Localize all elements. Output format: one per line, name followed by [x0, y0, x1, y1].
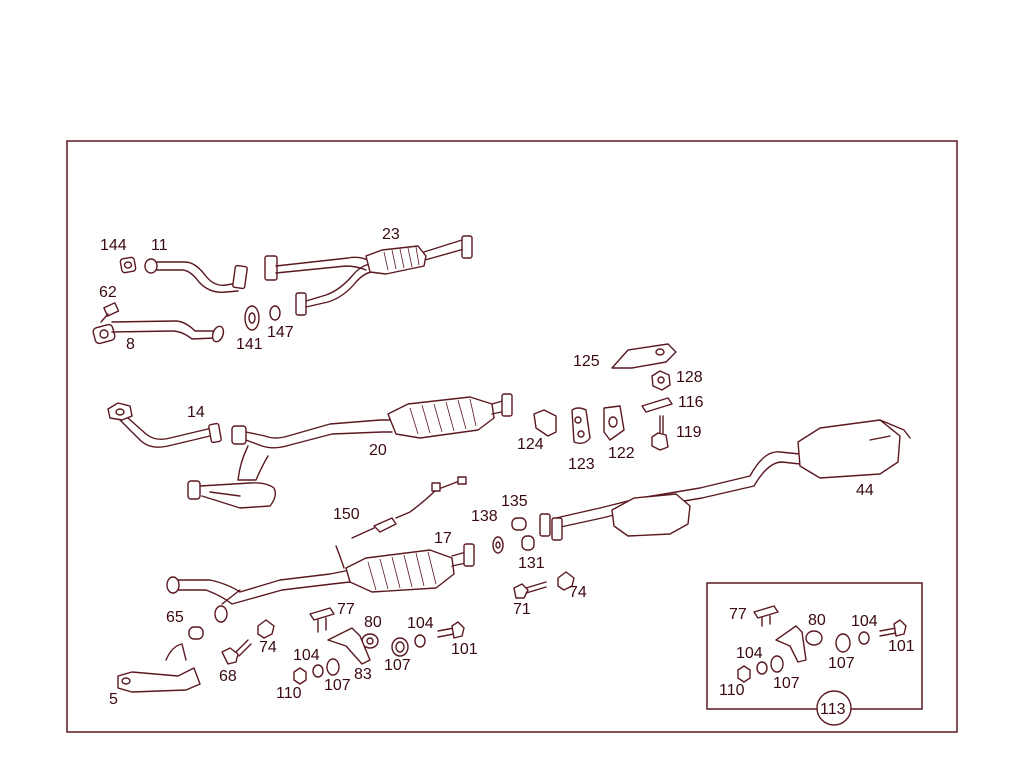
label-20: 20 [369, 442, 387, 459]
label-107: 107 [384, 657, 411, 674]
label-5: 5 [109, 691, 118, 708]
label-124: 124 [517, 436, 544, 453]
part-104-washer-b [312, 664, 324, 678]
label-128: 128 [676, 369, 703, 386]
inset-part-101-bolt [879, 619, 907, 637]
label-77: 77 [337, 601, 355, 618]
label-101: 101 [451, 641, 478, 658]
label-80: 80 [364, 614, 382, 631]
diagram-frame [66, 140, 958, 733]
label-74: 74 [569, 584, 587, 601]
part-74-nut [557, 571, 575, 591]
inset-frame [706, 582, 923, 710]
part-144-gasket [119, 256, 137, 274]
part-83-bracket [327, 627, 371, 665]
part-14-front-pipe [107, 402, 222, 448]
label-104-b: 104 [293, 647, 320, 664]
label-14: 14 [187, 404, 205, 421]
part-5-bracket [117, 643, 201, 693]
label-83: 83 [354, 666, 372, 683]
part-44-rear-muffler [539, 419, 911, 541]
label-144: 144 [100, 237, 127, 254]
inset-label-107-a: 107 [828, 655, 855, 672]
part-17-catalytic-converter [166, 543, 475, 623]
part-128-nut [651, 370, 671, 391]
label-116: 116 [678, 394, 704, 411]
part-71-bolt [513, 581, 547, 599]
label-147: 147 [267, 324, 294, 341]
label-131: 131 [518, 555, 545, 572]
label-125: 125 [573, 353, 600, 370]
label-138: 138 [471, 508, 498, 525]
part-11-front-pipe [144, 258, 248, 293]
inset-label-110: 110 [719, 682, 745, 699]
part-104-washer [414, 634, 426, 648]
part-101-bolt [437, 621, 465, 639]
part-119-bolt [651, 415, 669, 451]
label-71: 71 [513, 601, 531, 618]
part-74-nut-b [257, 619, 275, 639]
inset-part-110-nut [737, 665, 751, 683]
part-124-bracket [533, 409, 557, 437]
inset-label-80: 80 [808, 612, 826, 629]
part-68-bolt [221, 639, 252, 665]
label-68: 68 [219, 668, 237, 685]
inset-113-callout-circle [816, 690, 852, 726]
part-107-rubber [391, 637, 409, 657]
inset-part-104-washer-b [756, 661, 768, 675]
part-135-ring [511, 517, 527, 531]
part-150-oxygen-sensor [351, 476, 467, 539]
part-65-ring [188, 626, 204, 640]
part-138-gasket [492, 536, 504, 554]
part-131-ring [521, 535, 535, 551]
inset-part-104-washer [858, 631, 870, 645]
label-122: 122 [608, 445, 635, 462]
inset-label-104-b: 104 [736, 645, 763, 662]
part-20-catalytic-converter [231, 393, 513, 481]
part-14-lower-branch [187, 480, 277, 509]
label-65: 65 [166, 609, 184, 626]
label-141: 141 [236, 336, 263, 353]
label-135: 135 [501, 493, 528, 510]
part-141-gasket [244, 305, 260, 331]
inset-part-83-bracket [775, 625, 807, 663]
inset-label-104-a: 104 [851, 613, 878, 630]
part-107-rubber-b [326, 658, 340, 676]
label-11: 11 [151, 237, 168, 254]
inset-part-107-rubber [835, 633, 851, 653]
label-23: 23 [382, 226, 400, 243]
label-44: 44 [856, 482, 874, 499]
label-150: 150 [333, 506, 360, 523]
part-110-nut [293, 667, 307, 685]
inset-part-80-nut [805, 630, 823, 646]
label-104: 104 [407, 615, 434, 632]
inset-label-77: 77 [729, 606, 747, 623]
part-8-front-pipe [92, 320, 225, 345]
label-17: 17 [434, 530, 452, 547]
inset-part-107-rubber-b [770, 655, 784, 673]
inset-label-101: 101 [888, 638, 915, 655]
part-23-catalytic-converter-y-pipe [264, 235, 473, 316]
label-74-b: 74 [259, 639, 277, 656]
label-110: 110 [276, 685, 302, 702]
part-116-clip [641, 397, 673, 413]
part-125-mount-bracket [611, 343, 677, 369]
label-123: 123 [568, 456, 595, 473]
label-107-b: 107 [324, 677, 351, 694]
inset-label-113: 113 [820, 701, 846, 718]
inset-part-77-clip [753, 605, 779, 627]
part-77-clip [309, 607, 335, 633]
label-62: 62 [99, 284, 117, 301]
label-8: 8 [126, 336, 135, 353]
part-62-bolt [100, 302, 120, 323]
inset-label-107-b: 107 [773, 675, 800, 692]
part-122-rubber-mount [603, 405, 625, 441]
part-123-rubber-mount [571, 407, 591, 445]
part-147-ring [269, 305, 281, 321]
label-119: 119 [676, 424, 702, 441]
